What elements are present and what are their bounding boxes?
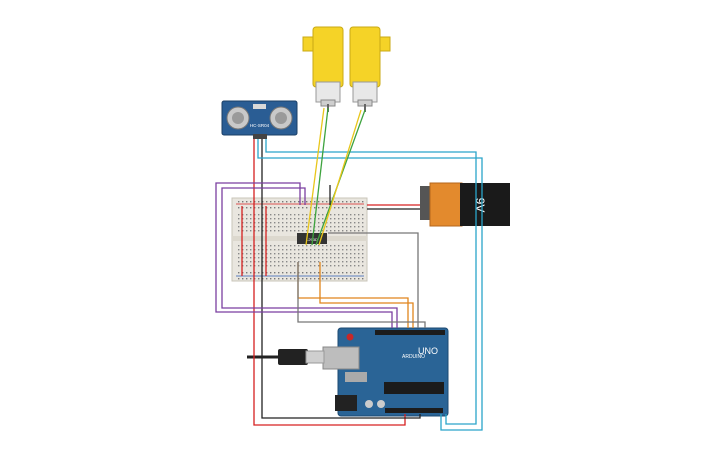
wire-yellow: [305, 107, 325, 246]
wire-green: [311, 107, 329, 246]
wires: [215, 107, 483, 431]
wire-gray: [328, 232, 419, 328]
wire-yellow: [318, 109, 362, 246]
dc-motor-left[interactable]: [302, 26, 344, 112]
wire-purple: [215, 182, 393, 328]
arduino-model-label: UNO: [418, 346, 438, 356]
breadboard-holes: [238, 201, 364, 280]
wire-black: [261, 139, 421, 419]
sensor-model-label: HC-SR04: [250, 123, 270, 128]
battery-voltage-label: 9V: [473, 198, 487, 213]
wire-red: [253, 139, 406, 426]
usb-cable: [247, 349, 325, 365]
battery-9v[interactable]: 9V: [420, 182, 510, 227]
arduino-uno[interactable]: ARDUINO UNO: [322, 327, 449, 417]
ultrasonic-sensor[interactable]: HC-SR04: [221, 100, 298, 139]
wire-cyan: [265, 139, 477, 425]
arduino-brand-label: ARDUINO: [402, 354, 425, 360]
wire-purple: [221, 187, 398, 328]
wire-gray: [297, 262, 426, 328]
wire-orange: [319, 262, 414, 328]
dc-motor-right[interactable]: [349, 26, 391, 112]
wire-cyan: [257, 139, 483, 431]
